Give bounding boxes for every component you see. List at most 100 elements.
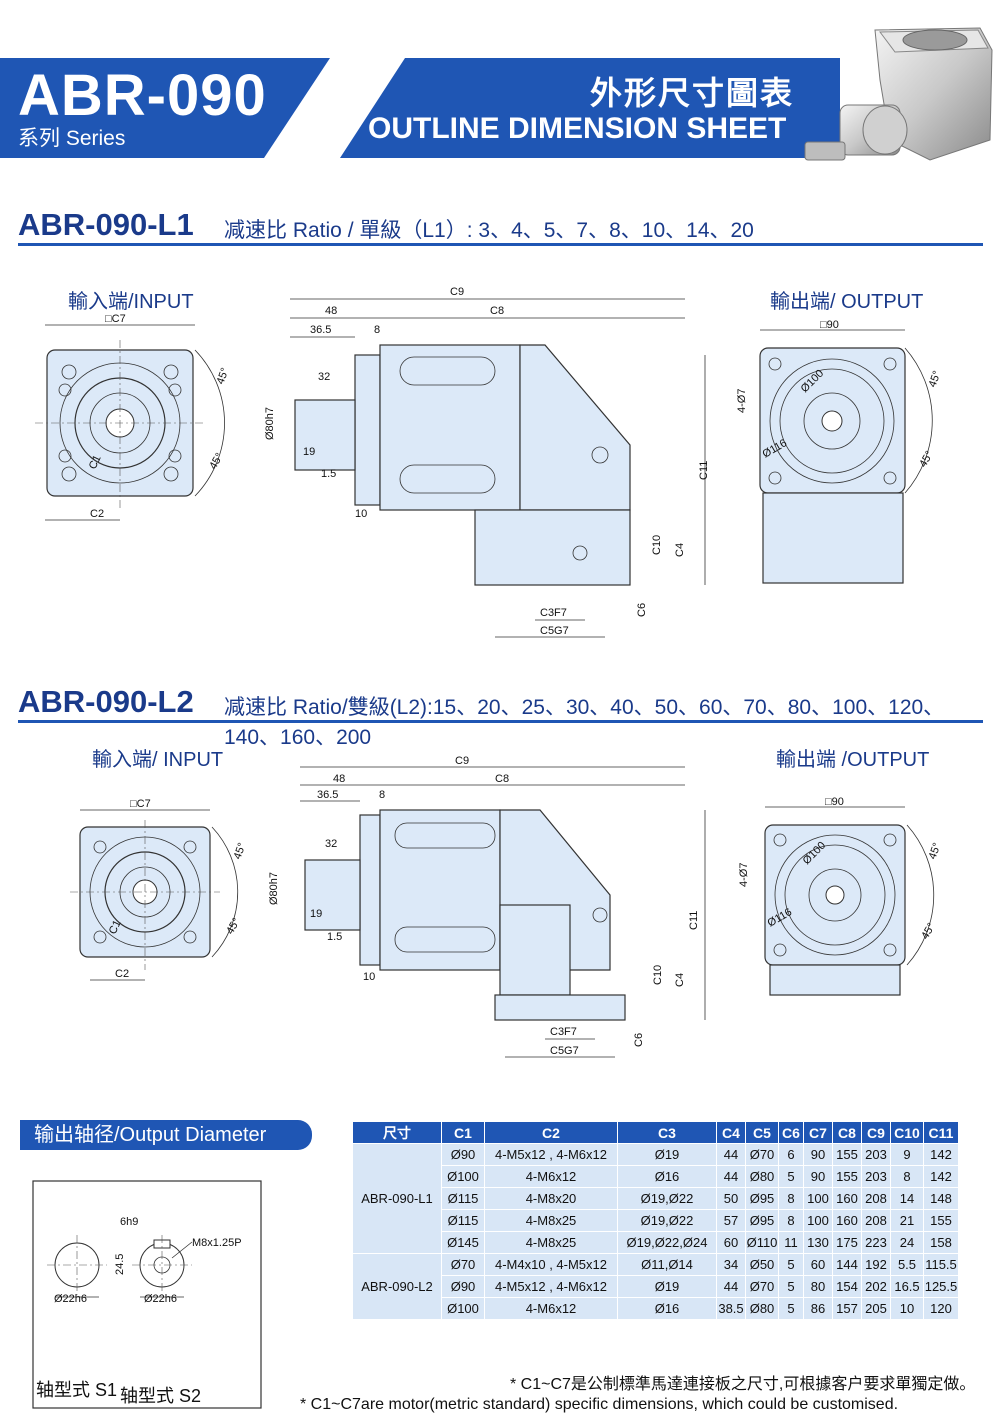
table-cell: 5	[778, 1275, 804, 1298]
table-cell: 90	[803, 1143, 833, 1166]
table-cell: 130	[803, 1231, 833, 1254]
table-cell: 14	[890, 1187, 924, 1210]
l1-dim-19: 19	[303, 446, 315, 458]
l1-dim-32: 32	[318, 371, 330, 383]
table-cell: 155	[832, 1165, 862, 1188]
l1-dim-c2: C2	[90, 508, 104, 520]
table-cell: 4-M5x12 , 4-M6x12	[484, 1143, 618, 1166]
table-cell: Ø19,Ø22,Ø24	[617, 1231, 717, 1254]
l1-dim-c11: C11	[698, 461, 710, 480]
l2-dim-c11: C11	[688, 911, 700, 930]
table-cell: 160	[832, 1187, 862, 1210]
table-header-c10: C10	[890, 1121, 924, 1144]
l2-dim-sq90: □90	[825, 796, 844, 808]
l2-dim-365: 36.5	[317, 789, 338, 801]
table-cell: 38.5	[716, 1297, 746, 1320]
l2-dim-19: 19	[310, 908, 322, 920]
l1-dim-phi80: Ø80h7	[264, 407, 276, 440]
table-cell: Ø16	[617, 1297, 717, 1320]
note-en: * C1~C7are motor(metric standard) specif…	[300, 1396, 899, 1413]
table-cell: 44	[716, 1165, 746, 1188]
table-cell: 80	[803, 1275, 833, 1298]
table-cell: 154	[832, 1275, 862, 1298]
l1-dim-c9: C9	[450, 286, 464, 298]
table-cell: 120	[923, 1297, 959, 1320]
l2-out-deg45-a: 45°	[927, 841, 944, 861]
table-cell: Ø95	[745, 1187, 779, 1210]
l2-in-deg45-a: 45°	[232, 841, 249, 861]
table-cell: 34	[716, 1253, 746, 1276]
table-cell: Ø70	[745, 1143, 779, 1166]
l2-dim-c5: C5G7	[550, 1045, 579, 1057]
table-cell: 144	[832, 1253, 862, 1276]
section1-ratio: 减速比 Ratio / 單級（L1）: 3、4、5、7、8、10、14、20	[224, 219, 754, 242]
l1-dim-c5: C5G7	[540, 625, 569, 637]
table-cell: 203	[861, 1165, 891, 1188]
table-cell: 4-M5x12 , 4-M6x12	[484, 1275, 618, 1298]
series-label: 系列 Series	[18, 127, 126, 150]
table-cell: 9	[890, 1143, 924, 1166]
l1-dim-8: 8	[374, 324, 380, 336]
l2-dim-c4: C4	[674, 973, 686, 987]
table-cell: 57	[716, 1209, 746, 1232]
s2-key: 6h9	[120, 1216, 138, 1228]
header-banner-left	[0, 58, 330, 158]
table-cell: 4-M6x12	[484, 1165, 618, 1188]
table-cell: Ø115	[441, 1187, 485, 1210]
table-cell: Ø90	[441, 1275, 485, 1298]
table-cell: 44	[716, 1143, 746, 1166]
l2-dim-10: 10	[363, 971, 375, 983]
table-cell: 223	[861, 1231, 891, 1254]
l1-input-view: □C7 45° 45° C1 C2	[35, 313, 232, 521]
section1-rule	[18, 243, 983, 246]
table-cell: Ø95	[745, 1209, 779, 1232]
table-header-c1: C1	[441, 1121, 485, 1144]
table-header-c2: C2	[484, 1121, 618, 1144]
section1-title: ABR-090-L1	[18, 207, 194, 242]
table-cell: Ø80	[745, 1165, 779, 1188]
table-cell: Ø145	[441, 1231, 485, 1254]
table-cell: Ø70	[441, 1253, 485, 1276]
table-header-c9: C9	[861, 1121, 891, 1144]
table-cell: 100	[803, 1209, 833, 1232]
l1-out-deg45-a: 45°	[927, 369, 944, 389]
table-cell: 158	[923, 1231, 959, 1254]
table-cell: 4-M8x25	[484, 1231, 618, 1254]
output-diameter-title: 输出轴径/Output Diameter	[20, 1120, 312, 1150]
table-cell: 202	[861, 1275, 891, 1298]
section2-ratio: 减速比 Ratio/雙級(L2):15、20、25、30、40、50、60、70…	[224, 696, 945, 749]
section2-rule	[18, 720, 983, 723]
table-cell: Ø110	[745, 1231, 779, 1254]
l2-input-view: □C7 45° 45° C1 C2	[70, 798, 249, 981]
l2-dim-c10: C10	[652, 965, 664, 985]
section1-output-label: 輸出端/ OUTPUT	[770, 291, 924, 313]
table-cell: Ø115	[441, 1209, 485, 1232]
s1-label: 轴型式 S1	[36, 1380, 118, 1400]
l1-dim-10: 10	[355, 508, 367, 520]
s2-thread: M8x1.25P	[192, 1237, 242, 1249]
header-banner-right	[340, 58, 840, 158]
table-header-c8: C8	[832, 1121, 862, 1144]
table-model-cell: ABR-090-L2	[352, 1253, 442, 1320]
table-cell: 125.5	[923, 1275, 959, 1298]
table-cell: 60	[716, 1231, 746, 1254]
table-cell: 11	[778, 1231, 804, 1254]
table-cell: 160	[832, 1209, 862, 1232]
table-cell: 90	[803, 1165, 833, 1188]
table-header-size: 尺寸	[352, 1121, 442, 1144]
table-cell: 100	[803, 1187, 833, 1210]
table-cell: Ø19,Ø22	[617, 1187, 717, 1210]
l1-side-view: C9 48 C8 36.5 8 32 19 1.5 10 Ø80h7 C11 C…	[264, 286, 710, 638]
section2-output-label: 輸出端 /OUTPUT	[776, 749, 930, 771]
s1-phi22: Ø22h6	[54, 1293, 87, 1305]
table-cell: 24	[890, 1231, 924, 1254]
l2-dim-c8: C8	[495, 773, 509, 785]
table-model-cell: ABR-090-L1	[352, 1143, 442, 1254]
model-title: ABR-090	[18, 63, 267, 128]
